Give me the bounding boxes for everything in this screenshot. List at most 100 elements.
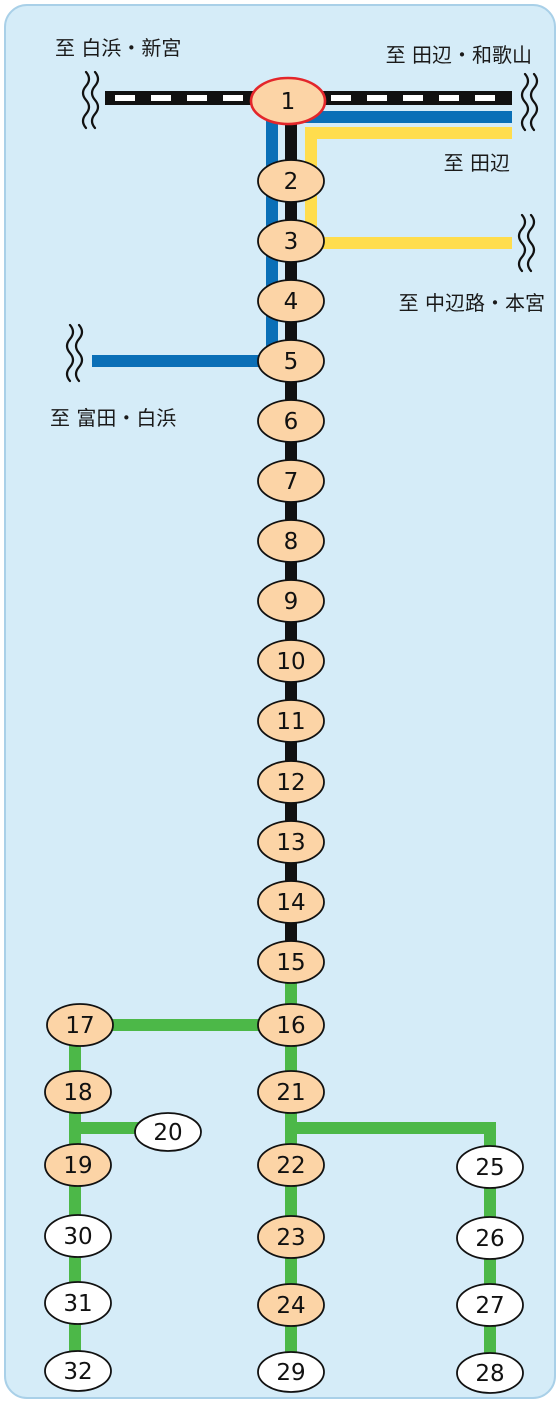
railway-dashes	[115, 95, 495, 101]
stop-30: 30	[44, 1214, 112, 1258]
stop-marker	[257, 519, 325, 563]
stop-number: 25	[475, 1155, 504, 1181]
stop-number: 29	[276, 1360, 305, 1386]
stop-32: 32	[44, 1350, 112, 1392]
continuation-wave-icon-top-left	[81, 70, 100, 130]
continuation-wave-icon-blue	[65, 323, 84, 383]
stop-number: 3	[284, 229, 299, 255]
stop-21: 21	[257, 1070, 325, 1114]
stop-number: 26	[475, 1226, 504, 1252]
stop-15: 15	[257, 940, 325, 984]
stop-marker	[257, 279, 325, 323]
stop-16: 16	[257, 1003, 325, 1047]
stop-number: 16	[276, 1013, 305, 1039]
stop-marker	[257, 1070, 325, 1114]
stop-marker	[257, 579, 325, 623]
stop-number: 10	[276, 649, 305, 675]
stop-7: 7	[257, 459, 325, 503]
stop-marker-white	[456, 1145, 524, 1189]
stop-number: 6	[284, 409, 299, 435]
stop-1: 1	[249, 76, 327, 126]
stop-number: 13	[276, 830, 305, 856]
stop-marker	[257, 1215, 325, 1259]
stop-marker	[44, 1070, 112, 1114]
stop-marker	[257, 219, 325, 263]
stop-3: 3	[257, 219, 325, 263]
direction-label-tonda-shirahama: 至 富田・白浜	[50, 406, 176, 430]
stop-28: 28	[456, 1352, 524, 1394]
stop-marker	[257, 760, 325, 804]
stop-31: 31	[44, 1281, 112, 1325]
stop-5: 5	[257, 339, 325, 383]
stop-marker	[257, 880, 325, 924]
stop-number: 23	[276, 1225, 305, 1251]
stop-marker	[46, 1003, 114, 1047]
stop-number: 19	[63, 1153, 92, 1179]
stop-13: 13	[257, 820, 325, 864]
stop-number: 2	[284, 169, 299, 195]
direction-label-shirahama-shingu: 至 白浜・新宮	[55, 36, 181, 60]
direction-label-nakahechi-hongu: 至 中辺路・本宮	[399, 291, 545, 315]
stop-number: 24	[276, 1293, 305, 1319]
stop-26: 26	[456, 1216, 524, 1260]
stop-marker	[257, 940, 325, 984]
stop-marker-white	[456, 1283, 524, 1327]
stop-marker-white	[257, 1351, 325, 1393]
stop-number: 30	[63, 1224, 92, 1250]
direction-label-tanabe: 至 田辺	[444, 151, 510, 175]
stop-25: 25	[456, 1145, 524, 1189]
stop-marker	[257, 1283, 325, 1327]
stop-2: 2	[257, 159, 325, 203]
stop-marker-white	[456, 1352, 524, 1394]
stop-marker	[257, 399, 325, 443]
stop-marker	[44, 1143, 112, 1187]
stop-number: 9	[284, 589, 299, 615]
stop-marker	[257, 1143, 325, 1187]
continuation-wave-icon-top-right	[520, 72, 539, 132]
stop-marker	[257, 159, 325, 203]
stop-marker-white	[134, 1112, 202, 1152]
stop-22: 22	[257, 1143, 325, 1187]
stop-24: 24	[257, 1283, 325, 1327]
stop-number: 15	[276, 950, 305, 976]
stop-number: 14	[276, 890, 305, 916]
stop-number: 31	[63, 1291, 92, 1317]
continuation-wave-icon-yellow	[517, 213, 536, 273]
stop-14: 14	[257, 880, 325, 924]
stop-marker-white	[456, 1216, 524, 1260]
stop-number: 12	[276, 770, 305, 796]
stop-number: 1	[281, 89, 296, 115]
stop-number: 22	[276, 1153, 305, 1179]
stop-marker-highlighted	[249, 76, 327, 126]
stop-9: 9	[257, 579, 325, 623]
stop-marker	[257, 339, 325, 383]
stop-4: 4	[257, 279, 325, 323]
stop-number: 11	[276, 709, 305, 735]
stop-marker	[257, 699, 325, 743]
stop-number: 20	[153, 1120, 182, 1146]
stop-8: 8	[257, 519, 325, 563]
stop-number: 7	[284, 469, 299, 495]
stop-number: 27	[475, 1293, 504, 1319]
stop-29: 29	[257, 1351, 325, 1393]
stop-11: 11	[257, 699, 325, 743]
stop-marker	[257, 820, 325, 864]
stop-27: 27	[456, 1283, 524, 1327]
stop-number: 18	[63, 1080, 92, 1106]
stop-number: 5	[284, 349, 299, 375]
stop-number: 28	[475, 1361, 504, 1387]
stop-20: 20	[134, 1112, 202, 1152]
stop-number: 17	[65, 1013, 94, 1039]
stop-number: 21	[276, 1080, 305, 1106]
stop-12: 12	[257, 760, 325, 804]
stop-marker-white	[44, 1281, 112, 1325]
stop-marker	[257, 459, 325, 503]
stop-17: 17	[46, 1003, 114, 1047]
stop-23: 23	[257, 1215, 325, 1259]
stop-10: 10	[257, 639, 325, 683]
stop-marker-white	[44, 1214, 112, 1258]
stop-number: 4	[284, 289, 299, 315]
stop-marker-white	[44, 1350, 112, 1392]
direction-label-tanabe-wakayama: 至 田辺・和歌山	[386, 43, 532, 67]
stop-number: 32	[63, 1359, 92, 1385]
